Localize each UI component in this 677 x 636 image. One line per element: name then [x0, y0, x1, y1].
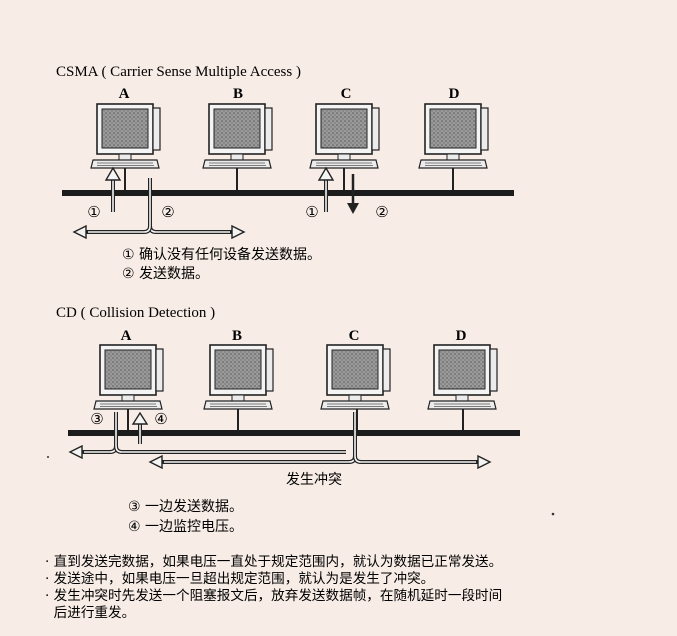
cd-marker-3: ③	[90, 410, 103, 428]
cd-computer-a	[93, 344, 164, 410]
csma-marker-1a: ①	[87, 203, 100, 221]
csma-label-d: D	[449, 86, 460, 102]
cd-title: CD ( Collision Detection )	[56, 305, 215, 321]
csma-marker-1c: ①	[305, 203, 318, 221]
scan-dot-right	[551, 512, 555, 516]
cd-label-a: A	[121, 328, 132, 344]
cd-note-4: ④ 一边监控电压。	[128, 519, 243, 535]
bullet-2: · 发送途中，如果电压一旦超出规定范围，就认为是发生了冲突。	[45, 570, 434, 587]
bullet-3: · 发生冲突时先发送一个阻塞报文后，放弃发送数据帧，在随机延时一段时间	[45, 587, 502, 604]
csma-bus	[62, 190, 514, 196]
cd-label-c: C	[349, 328, 360, 344]
csma-label-a: A	[119, 86, 130, 102]
csma-label-b: B	[233, 86, 243, 102]
cd-collision-label: 发生冲突	[286, 472, 342, 488]
cd-transmit-arrow-a	[68, 412, 346, 460]
csma-transmit-arrow-a	[72, 178, 246, 240]
csma-sense-arrow-a	[104, 166, 122, 212]
cd-label-d: D	[456, 328, 467, 344]
cd-bus	[68, 430, 520, 436]
csma-computer-c	[309, 103, 380, 169]
cd-transmit-arrow-c	[148, 412, 492, 470]
csma-note-2: ② 发送数据。	[122, 266, 209, 282]
csma-marker-2c: ②	[375, 203, 388, 221]
scan-dot-left	[47, 456, 49, 458]
bullet-1: · 直到发送完数据，如果电压一直处于规定范围内，就认为数据已正常发送。	[45, 554, 502, 570]
cd-monitor-arrow-a	[131, 411, 149, 444]
csma-title: CSMA ( Carrier Sense Multiple Access )	[56, 64, 301, 80]
csma-computer-d	[418, 103, 489, 169]
csma-computer-a	[90, 103, 161, 169]
cd-computer-b	[203, 344, 274, 410]
bullet-3-cont: 后进行重发。	[45, 605, 135, 621]
cd-note-3: ③ 一边发送数据。	[128, 499, 243, 515]
csma-marker-2a: ②	[161, 203, 174, 221]
csma-sense-arrow-c	[317, 166, 335, 212]
cd-marker-4: ④	[154, 410, 167, 428]
csma-computer-b	[202, 103, 273, 169]
csma-note-1: ① 确认没有任何设备发送数据。	[122, 246, 321, 263]
csma-label-c: C	[341, 86, 352, 102]
cd-computer-d	[427, 344, 498, 410]
cd-computer-c	[320, 344, 391, 410]
csma-transmit-arrow-c	[347, 174, 359, 214]
cd-label-b: B	[232, 328, 242, 344]
